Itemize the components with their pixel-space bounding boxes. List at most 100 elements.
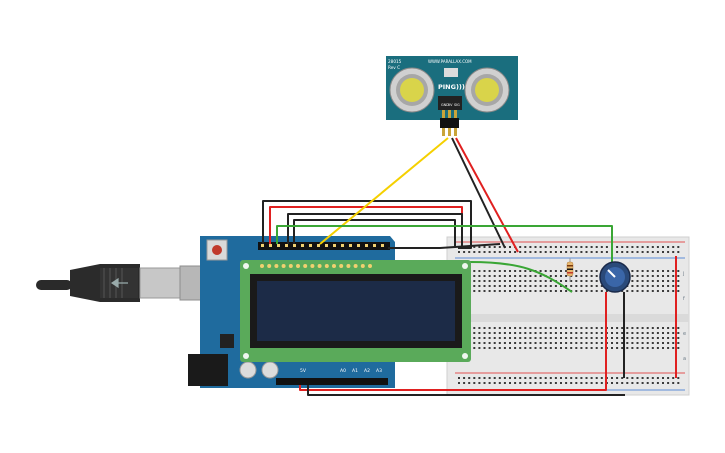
breadboard-hole[interactable] (672, 327, 675, 329)
breadboard-hole[interactable] (631, 342, 634, 344)
breadboard-hole[interactable] (524, 275, 527, 277)
breadboard-hole[interactable] (626, 382, 629, 384)
breadboard-hole[interactable] (585, 246, 588, 248)
breadboard-hole[interactable] (468, 382, 471, 384)
breadboard-hole[interactable] (498, 290, 501, 292)
sensor-pin-header[interactable] (438, 96, 462, 110)
breadboard-hole[interactable] (646, 270, 649, 272)
breadboard-hole[interactable] (580, 251, 583, 253)
breadboard-hole[interactable] (605, 246, 608, 248)
breadboard-hole[interactable] (646, 285, 649, 287)
breadboard-hole[interactable] (498, 246, 501, 248)
breadboard-hole[interactable] (529, 246, 532, 248)
breadboard-hole[interactable] (646, 347, 649, 349)
breadboard-hole[interactable] (498, 342, 501, 344)
breadboard-hole[interactable] (672, 377, 675, 379)
wire-black-outer[interactable] (262, 200, 472, 249)
breadboard-hole[interactable] (621, 327, 624, 329)
breadboard-hole[interactable] (565, 290, 568, 292)
breadboard-hole[interactable] (509, 290, 511, 292)
breadboard-hole[interactable] (595, 337, 598, 339)
breadboard-hole[interactable] (600, 327, 603, 329)
breadboard-hole[interactable] (539, 270, 542, 272)
breadboard-hole[interactable] (514, 327, 517, 329)
breadboard-hole[interactable] (656, 382, 659, 384)
breadboard-hole[interactable] (493, 327, 496, 329)
breadboard-hole[interactable] (488, 270, 491, 272)
breadboard-hole[interactable] (636, 337, 639, 339)
breadboard-hole[interactable] (549, 327, 552, 329)
breadboard-hole[interactable] (636, 327, 639, 329)
breadboard-hole[interactable] (529, 327, 532, 329)
breadboard-hole[interactable] (478, 280, 481, 282)
lcd-pin[interactable] (296, 264, 300, 268)
breadboard-hole[interactable] (672, 347, 675, 349)
breadboard-hole[interactable] (544, 382, 547, 384)
breadboard-hole[interactable] (534, 347, 537, 349)
breadboard-hole[interactable] (631, 290, 634, 292)
breadboard-hole[interactable] (590, 270, 593, 272)
breadboard-hole[interactable] (575, 290, 578, 292)
breadboard-hole[interactable] (534, 290, 537, 292)
breadboard-hole[interactable] (488, 342, 491, 344)
lcd-pin[interactable] (332, 264, 336, 268)
breadboard-hole[interactable] (656, 337, 659, 339)
breadboard-hole[interactable] (463, 251, 466, 253)
breadboard-hole[interactable] (575, 275, 578, 277)
breadboard-hole[interactable] (580, 327, 583, 329)
breadboard-hole[interactable] (590, 251, 593, 253)
breadboard-hole[interactable] (677, 337, 680, 339)
breadboard-hole[interactable] (646, 377, 649, 379)
breadboard-hole[interactable] (503, 280, 506, 282)
breadboard-hole[interactable] (529, 342, 532, 344)
breadboard-hole[interactable] (677, 251, 680, 253)
breadboard-hole[interactable] (549, 337, 552, 339)
breadboard-hole[interactable] (488, 246, 491, 248)
breadboard-hole[interactable] (677, 290, 680, 292)
breadboard-hole[interactable] (656, 327, 659, 329)
breadboard-hole[interactable] (544, 347, 547, 349)
breadboard-hole[interactable] (519, 337, 522, 339)
breadboard-hole[interactable] (677, 285, 680, 287)
breadboard-hole[interactable] (524, 377, 527, 379)
breadboard-hole[interactable] (585, 327, 588, 329)
breadboard-hole[interactable] (570, 285, 573, 287)
breadboard-hole[interactable] (468, 251, 471, 253)
breadboard-hole[interactable] (493, 251, 496, 253)
breadboard-hole[interactable] (631, 377, 634, 379)
breadboard-hole[interactable] (478, 332, 481, 334)
breadboard-hole[interactable] (611, 332, 613, 334)
breadboard-hole[interactable] (631, 270, 634, 272)
breadboard-hole[interactable] (534, 337, 537, 339)
breadboard-hole[interactable] (590, 285, 593, 287)
breadboard-hole[interactable] (570, 251, 573, 253)
wire-green-lcd[interactable] (469, 261, 573, 293)
breadboard-hole[interactable] (488, 332, 491, 334)
breadboard-hole[interactable] (575, 285, 578, 287)
breadboard-hole[interactable] (529, 377, 532, 379)
breadboard-hole[interactable] (478, 337, 481, 339)
breadboard-hole[interactable] (519, 347, 522, 349)
breadboard-hole[interactable] (503, 270, 506, 272)
breadboard-hole[interactable] (575, 251, 578, 253)
breadboard-hole[interactable] (667, 337, 670, 339)
breadboard-hole[interactable] (565, 251, 568, 253)
breadboard-hole[interactable] (590, 327, 593, 329)
breadboard-hole[interactable] (641, 347, 644, 349)
breadboard-hole[interactable] (611, 342, 613, 344)
breadboard-hole[interactable] (483, 327, 486, 329)
breadboard-hole[interactable] (554, 347, 557, 349)
breadboard-hole[interactable] (646, 382, 649, 384)
lcd-pin[interactable] (317, 264, 322, 268)
breadboard-hole[interactable] (554, 275, 557, 277)
breadboard-hole[interactable] (626, 347, 629, 349)
breadboard-hole[interactable] (493, 246, 496, 248)
breadboard-hole[interactable] (631, 251, 634, 253)
breadboard-hole[interactable] (590, 332, 593, 334)
breadboard-hole[interactable] (677, 377, 680, 379)
breadboard-hole[interactable] (600, 342, 603, 344)
breadboard-hole[interactable] (662, 290, 664, 292)
lcd-pin[interactable] (346, 264, 351, 268)
breadboard-hole[interactable] (524, 332, 527, 334)
lcd-pin[interactable] (281, 264, 286, 268)
